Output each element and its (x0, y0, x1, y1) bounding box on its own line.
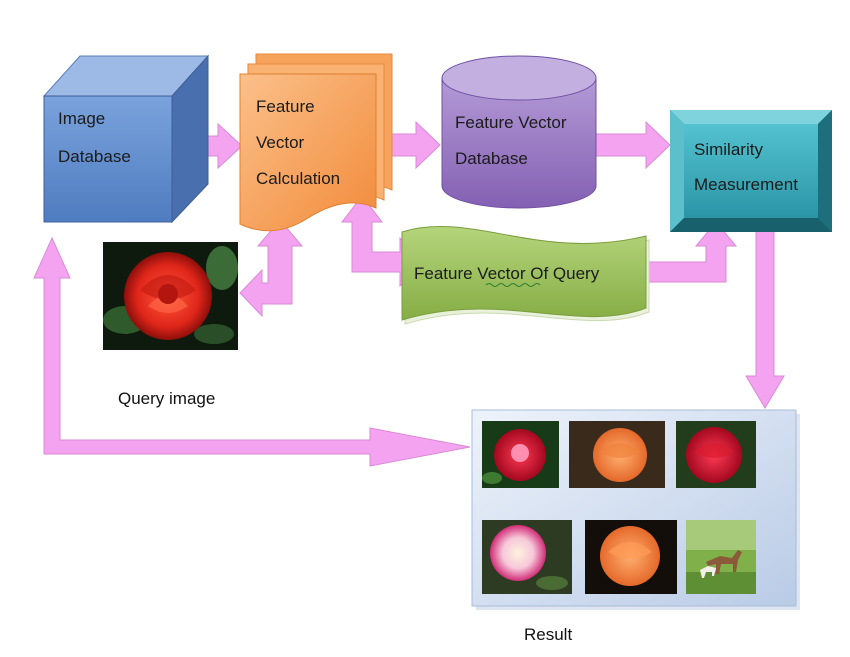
fvdb-label-line1: Feature Vector (455, 113, 567, 132)
feature-calc-label-line2: Vector (256, 133, 305, 152)
query-vector-label: Feature Vector Of Query (414, 264, 600, 283)
arrow-query-vector-to-similarity (644, 221, 738, 283)
arrow-fvdb-to-similarity (595, 120, 671, 170)
feature-calc-label-line3: Calculation (256, 169, 340, 188)
similarity-label-line1: Similarity (694, 140, 763, 159)
result-caption: Result (524, 625, 572, 644)
similarity-label-line2: Measurement (694, 175, 798, 194)
arrows (33, 120, 785, 467)
result-thumb-red-rose (676, 421, 756, 488)
arrow-similarity-to-result (745, 229, 785, 409)
result-thumb-pink-white-rose (482, 520, 572, 594)
result-thumb-orange-rose-2 (585, 520, 677, 594)
result-thumb-horses-on-grass (686, 520, 756, 594)
feature-vector-calculation-node: Feature Vector Calculation (239, 53, 393, 232)
image-database-label-line2: Database (58, 147, 131, 166)
feature-calc-label-line1: Feature (256, 97, 315, 116)
query-image (103, 242, 238, 350)
arrow-result-to-image-db (33, 236, 471, 467)
result-panel (471, 409, 800, 610)
feature-vector-of-query-node: Feature Vector Of Query (401, 225, 650, 325)
result-thumb-orange-rose (569, 421, 665, 488)
image-database-label-line1: Image (58, 109, 105, 128)
arrow-query-image-to-calc (239, 219, 304, 318)
image-database-node: Image Database (42, 54, 210, 224)
fvdb-label-line2: Database (455, 149, 528, 168)
similarity-measurement-node: Similarity Measurement (670, 110, 832, 232)
result-thumb-red-pink-rose (482, 421, 559, 488)
spellcheck-squiggle (485, 283, 541, 287)
query-image-caption: Query image (118, 389, 215, 408)
feature-vector-database-node: Feature Vector Database (441, 55, 597, 209)
